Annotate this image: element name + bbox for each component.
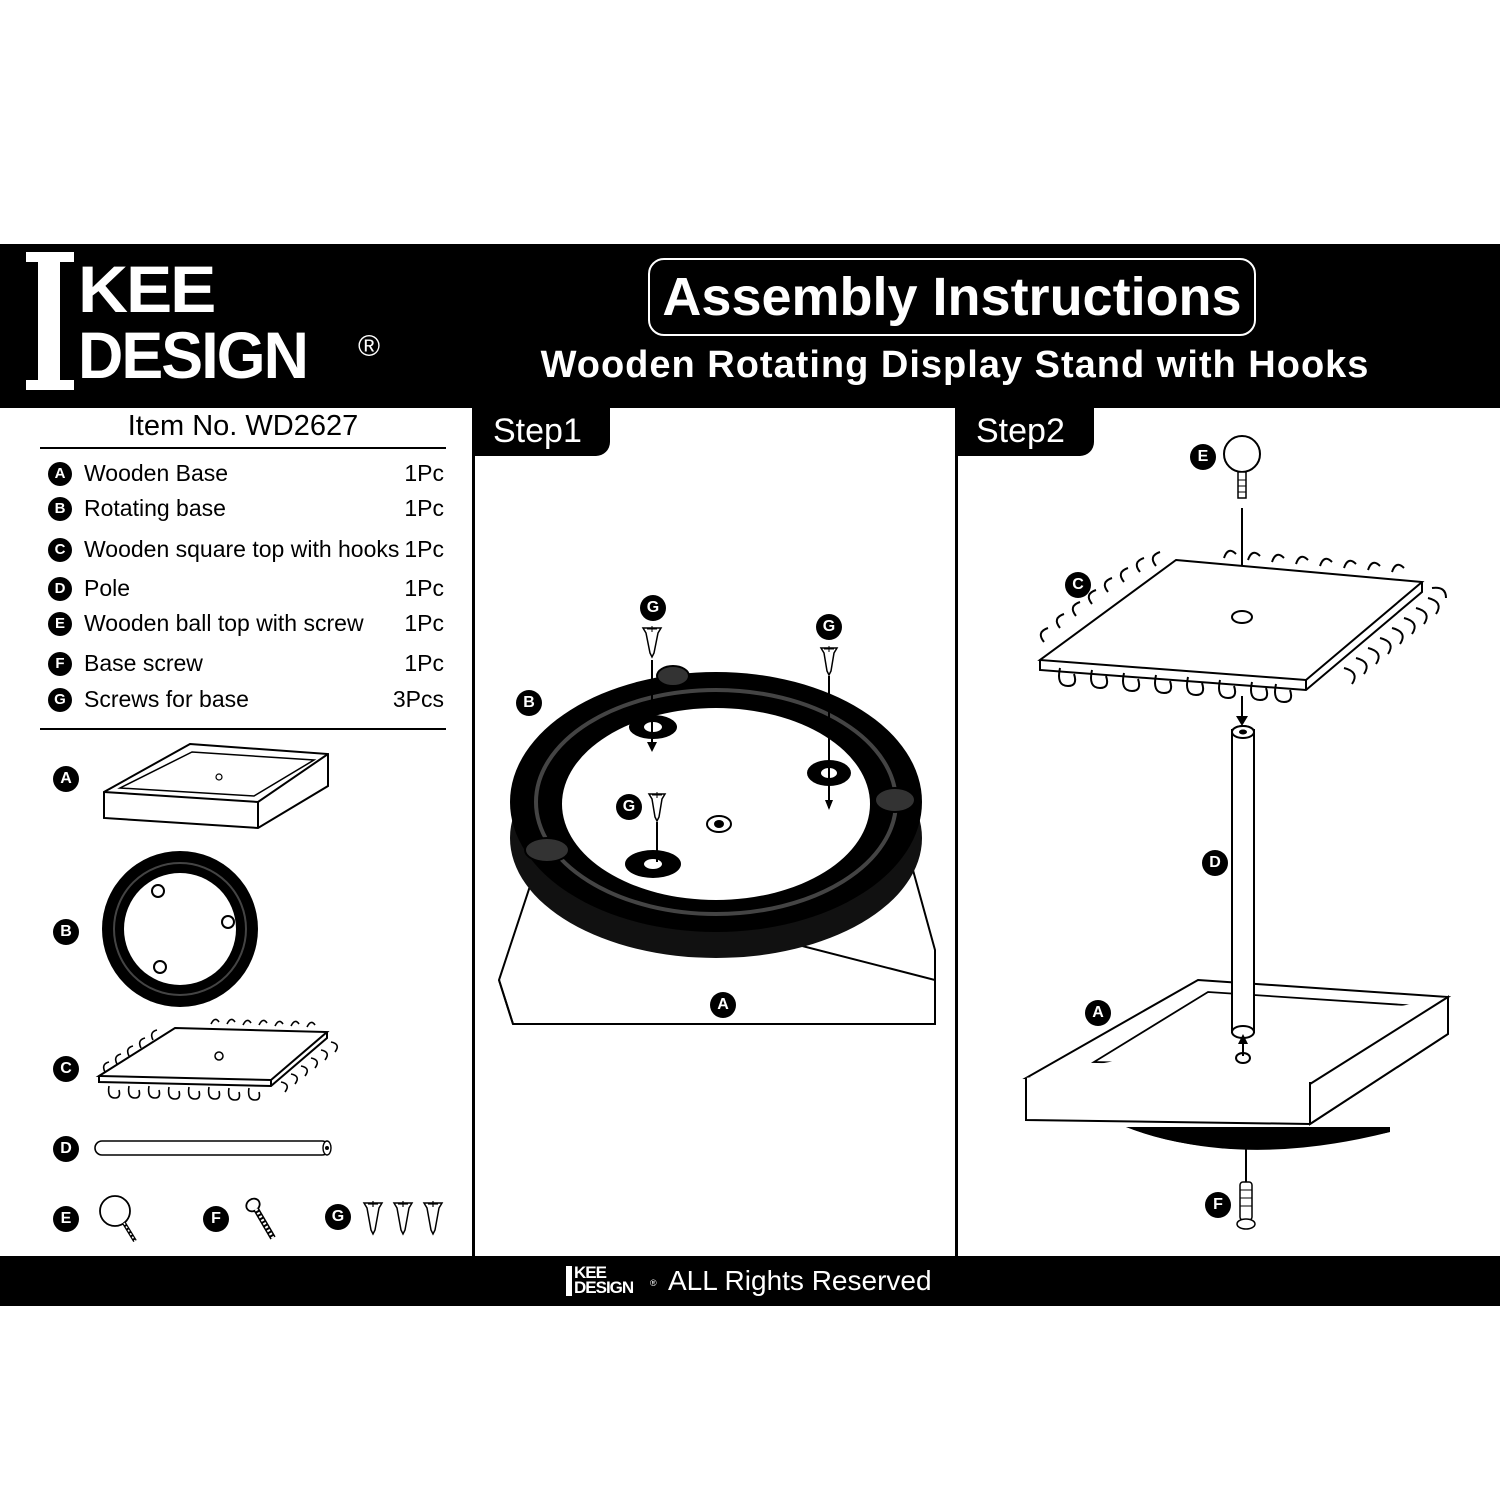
step1-badge-g: G (640, 595, 666, 621)
part-name: Wooden square top with hooks (84, 536, 400, 562)
part-letter-badge: B (48, 497, 72, 521)
part-name: Pole (84, 575, 131, 601)
part-qty: 3Pcs (392, 686, 444, 712)
footer-bar (0, 1256, 1500, 1306)
part-qty: 1Pc (404, 575, 444, 601)
wooden-base-illustration (103, 742, 329, 830)
part-name: Screws for base (84, 686, 249, 712)
square-top-illustration (95, 1018, 339, 1101)
footer-logo-line-2: DESIGN (574, 1278, 634, 1297)
illustration-badge-a: A (53, 766, 79, 792)
footer-registered-mark: ® (650, 1278, 657, 1288)
parts-list-item: F Base screw 1Pc (48, 650, 448, 680)
parts-list-item: E Wooden ball top with screw 1Pc (48, 610, 448, 640)
step1-badge-b: B (516, 690, 542, 716)
step2-badge-f: F (1205, 1192, 1231, 1218)
part-qty: 1Pc (404, 650, 444, 676)
parts-list-item: B Rotating base 1Pc (48, 495, 448, 525)
step2-badge-a: A (1085, 1000, 1111, 1026)
base-screws-illustration (362, 1201, 444, 1236)
rotating-base-illustration (102, 851, 258, 1007)
pole-illustration (94, 1140, 332, 1156)
step1-badge-g: G (816, 614, 842, 640)
part-qty: 1Pc (404, 460, 444, 486)
parts-rule-top (40, 447, 446, 449)
part-letter-badge: C (48, 538, 72, 562)
step2-badge-d: D (1202, 850, 1228, 876)
logo-i-glyph (26, 252, 74, 390)
parts-list-item: G Screws for base 3Pcs (48, 686, 448, 716)
parts-list-item: C Wooden square top with hooks 1Pc (48, 536, 448, 566)
step2-diagram (1022, 435, 1452, 1230)
step2-badge-c: C (1065, 572, 1091, 598)
ball-top-illustration (99, 1195, 137, 1243)
part-letter-badge: D (48, 577, 72, 601)
illustration-badge-d: D (53, 1136, 79, 1162)
illustration-badge-e: E (53, 1206, 79, 1232)
parts-list-item: A Wooden Base 1Pc (48, 460, 448, 490)
part-letter-badge: E (48, 612, 72, 636)
step1-tab: Step1 (475, 408, 610, 456)
part-letter-badge: A (48, 462, 72, 486)
step1-badge-a: A (710, 992, 736, 1018)
page-title: Assembly Instructions (648, 258, 1256, 336)
part-letter-badge: F (48, 652, 72, 676)
illustration-badge-b: B (53, 919, 79, 945)
item-number: Item No. WD2627 (127, 410, 359, 442)
registered-mark: ® (358, 330, 381, 363)
illustration-badge-f: F (203, 1206, 229, 1232)
panel-divider-right (955, 408, 958, 1256)
footer-logo-line-1: KEE (574, 1263, 607, 1282)
part-qty: 1Pc (404, 495, 444, 521)
part-qty: 1Pc (404, 536, 444, 562)
parts-list-item: D Pole 1Pc (48, 575, 448, 605)
footer-logo: KEE DESIGN ® (566, 1264, 660, 1298)
part-letter-badge: G (48, 688, 72, 712)
logo-line-2: DESIGN (78, 318, 309, 392)
logo-line-1: KEE (78, 252, 216, 326)
footer-rights: ALL Rights Reserved (668, 1265, 932, 1296)
step1-diagram (497, 626, 936, 1025)
part-qty: 1Pc (404, 610, 444, 636)
brand-logo: KEE DESIGN ® (26, 252, 406, 402)
part-name: Wooden Base (84, 460, 229, 486)
part-name: Rotating base (84, 495, 226, 521)
step2-tab: Step2 (958, 408, 1094, 456)
page-subtitle: Wooden Rotating Display Stand with Hooks (540, 344, 1370, 386)
step2-badge-e: E (1190, 444, 1216, 470)
step1-badge-g: G (616, 794, 642, 820)
base-screw-illustration (245, 1197, 276, 1240)
part-name: Base screw (84, 650, 203, 676)
part-name: Wooden ball top with screw (84, 610, 364, 636)
parts-rule-bottom (40, 728, 446, 730)
panel-divider-left (472, 408, 475, 1256)
illustration-badge-g: G (325, 1204, 351, 1230)
illustration-badge-c: C (53, 1056, 79, 1082)
